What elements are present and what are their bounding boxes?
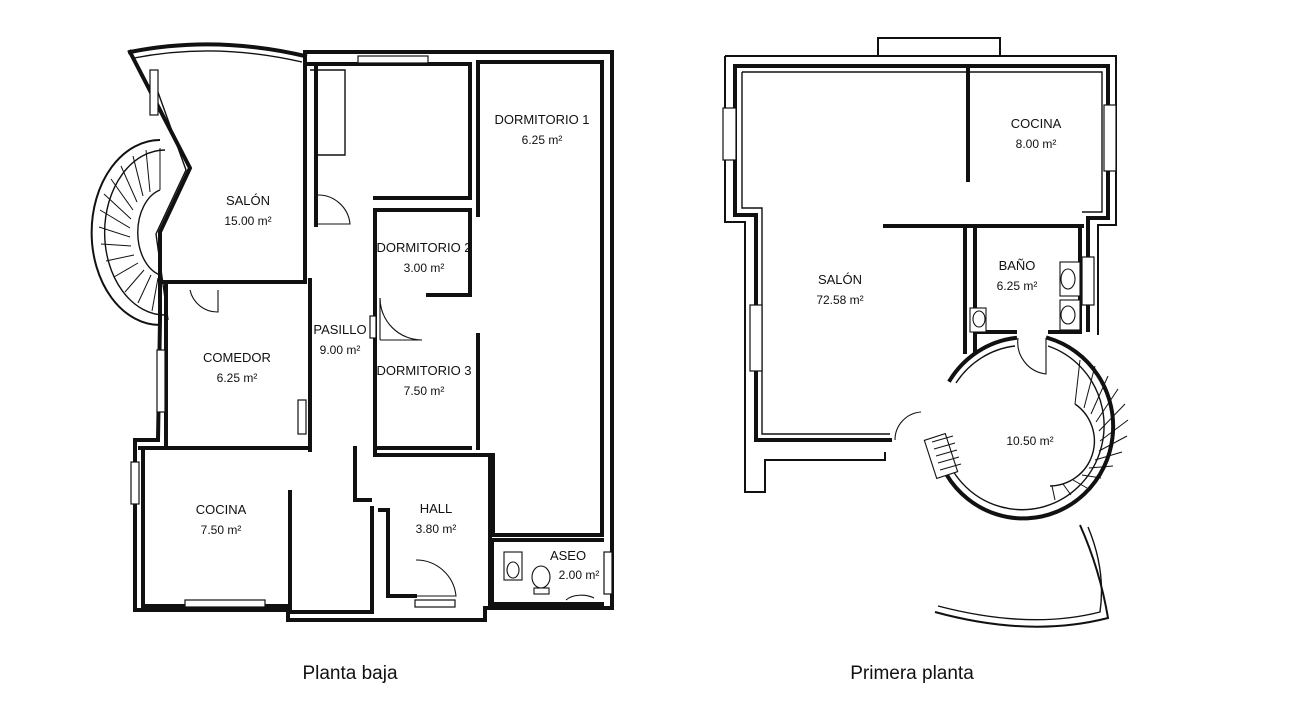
first-floor-balcony [934, 524, 1110, 628]
room-area-cocina: 7.50 m² [201, 523, 242, 537]
room-area-stair: 10.50 m² [1006, 434, 1053, 448]
room-label-cocina-1: COCINA [1011, 116, 1062, 131]
ground-floor-windows [130, 55, 613, 608]
caption-planta-baja: Planta baja [302, 663, 398, 684]
ground-floor-doors [189, 194, 457, 597]
first-floor-room-labels: COCINA 8.00 m² SALÓN 72.58 m² BAÑO 6.25 … [816, 116, 1061, 448]
room-area-pasillo: 9.00 m² [320, 343, 361, 357]
room-area-cocina-1: 8.00 m² [1016, 137, 1057, 151]
ground-floor-spiral-stair [90, 139, 166, 326]
first-floor-doors [894, 337, 1047, 441]
room-label-salon-1: SALÓN [818, 272, 862, 287]
room-label-dormitorio-1: DORMITORIO 1 [494, 112, 589, 127]
room-area-hall: 3.80 m² [416, 522, 457, 536]
ground-floor-room-labels: SALÓN 15.00 m² COMEDOR 6.25 m² COCINA 7.… [196, 112, 600, 582]
room-label-bano: BAÑO [999, 258, 1036, 273]
first-floor-outer-walls [724, 37, 1117, 493]
room-label-pasillo: PASILLO [313, 322, 366, 337]
room-area-dormitorio-3: 7.50 m² [404, 384, 445, 398]
ground-floor-plan: SALÓN 15.00 m² COMEDOR 6.25 m² COCINA 7.… [90, 42, 614, 684]
aseo-fixtures [503, 551, 595, 601]
first-floor-windows [722, 104, 1117, 372]
room-label-salon: SALÓN [226, 193, 270, 208]
room-area-salon-1: 72.58 m² [816, 293, 863, 307]
room-area-bano: 6.25 m² [997, 279, 1038, 293]
room-area-dormitorio-1: 6.25 m² [522, 133, 563, 147]
room-label-cocina: COCINA [196, 502, 247, 517]
room-label-dormitorio-3: DORMITORIO 3 [376, 363, 471, 378]
first-floor-round-stair [923, 335, 1129, 521]
room-label-aseo: ASEO [550, 548, 586, 563]
room-area-aseo: 2.00 m² [559, 568, 600, 582]
room-label-comedor: COMEDOR [203, 350, 271, 365]
room-area-comedor: 6.25 m² [217, 371, 258, 385]
room-area-salon: 15.00 m² [224, 214, 271, 228]
caption-primera-planta: Primera planta [850, 663, 974, 684]
room-label-hall: HALL [420, 501, 453, 516]
room-label-dormitorio-2: DORMITORIO 2 [376, 240, 471, 255]
bano-fixtures [969, 261, 1081, 333]
first-floor-plan: COCINA 8.00 m² SALÓN 72.58 m² BAÑO 6.25 … [722, 37, 1129, 684]
room-area-dormitorio-2: 3.00 m² [404, 261, 445, 275]
